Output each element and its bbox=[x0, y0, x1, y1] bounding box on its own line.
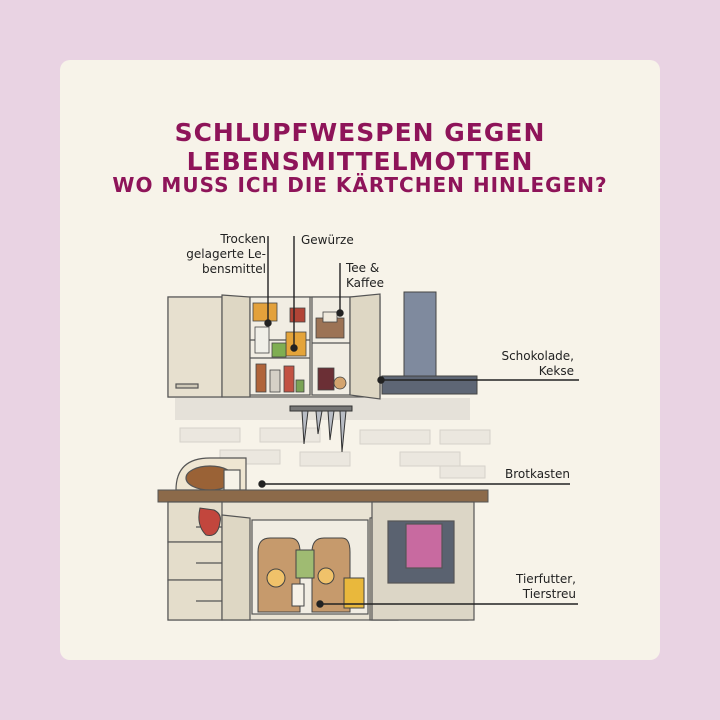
label-gewuerze: Gewürze bbox=[301, 233, 354, 247]
label-trocken: Trocken gelagerte Le- bensmittel bbox=[170, 232, 266, 277]
upper-jars bbox=[252, 302, 347, 393]
page-title: SCHLUPFWESPEN GEGEN LEBENSMITTELMOTTEN bbox=[174, 118, 546, 176]
label-trocken-line1: Trocken bbox=[220, 232, 266, 246]
label-tee-line1: Tee & bbox=[346, 261, 380, 275]
label-tierfutter-line2: Tierstreu bbox=[522, 587, 576, 601]
label-tee-kaffee: Tee & Kaffee bbox=[346, 261, 384, 291]
bread-box bbox=[175, 457, 247, 491]
label-tee-line2: Kaffee bbox=[346, 276, 385, 290]
page-subtitle: WO MUSS ICH DIE KÄRTCHEN HINLEGEN? bbox=[112, 173, 608, 197]
label-schokolade-line1: Schokolade, bbox=[501, 349, 574, 363]
pointer-lines bbox=[258, 236, 579, 608]
label-tierfutter: Tierfutter, Tierstreu bbox=[480, 572, 576, 602]
label-trocken-line3: bensmittel bbox=[201, 262, 266, 276]
label-tierfutter-line1: Tierfutter, bbox=[516, 572, 576, 586]
knife-rack bbox=[289, 405, 353, 453]
lower-cabinets bbox=[167, 501, 475, 621]
countertop bbox=[157, 489, 489, 503]
pet-food-bags bbox=[257, 537, 365, 613]
label-trocken-line2: gelagerte Le- bbox=[186, 247, 266, 261]
extractor-hood bbox=[381, 291, 478, 395]
label-brotkasten: Brotkasten bbox=[505, 467, 570, 481]
oven-mitt-icon bbox=[198, 507, 221, 536]
label-schokolade-line2: Kekse bbox=[538, 364, 574, 378]
label-schokolade: Schokolade, Kekse bbox=[480, 349, 574, 379]
